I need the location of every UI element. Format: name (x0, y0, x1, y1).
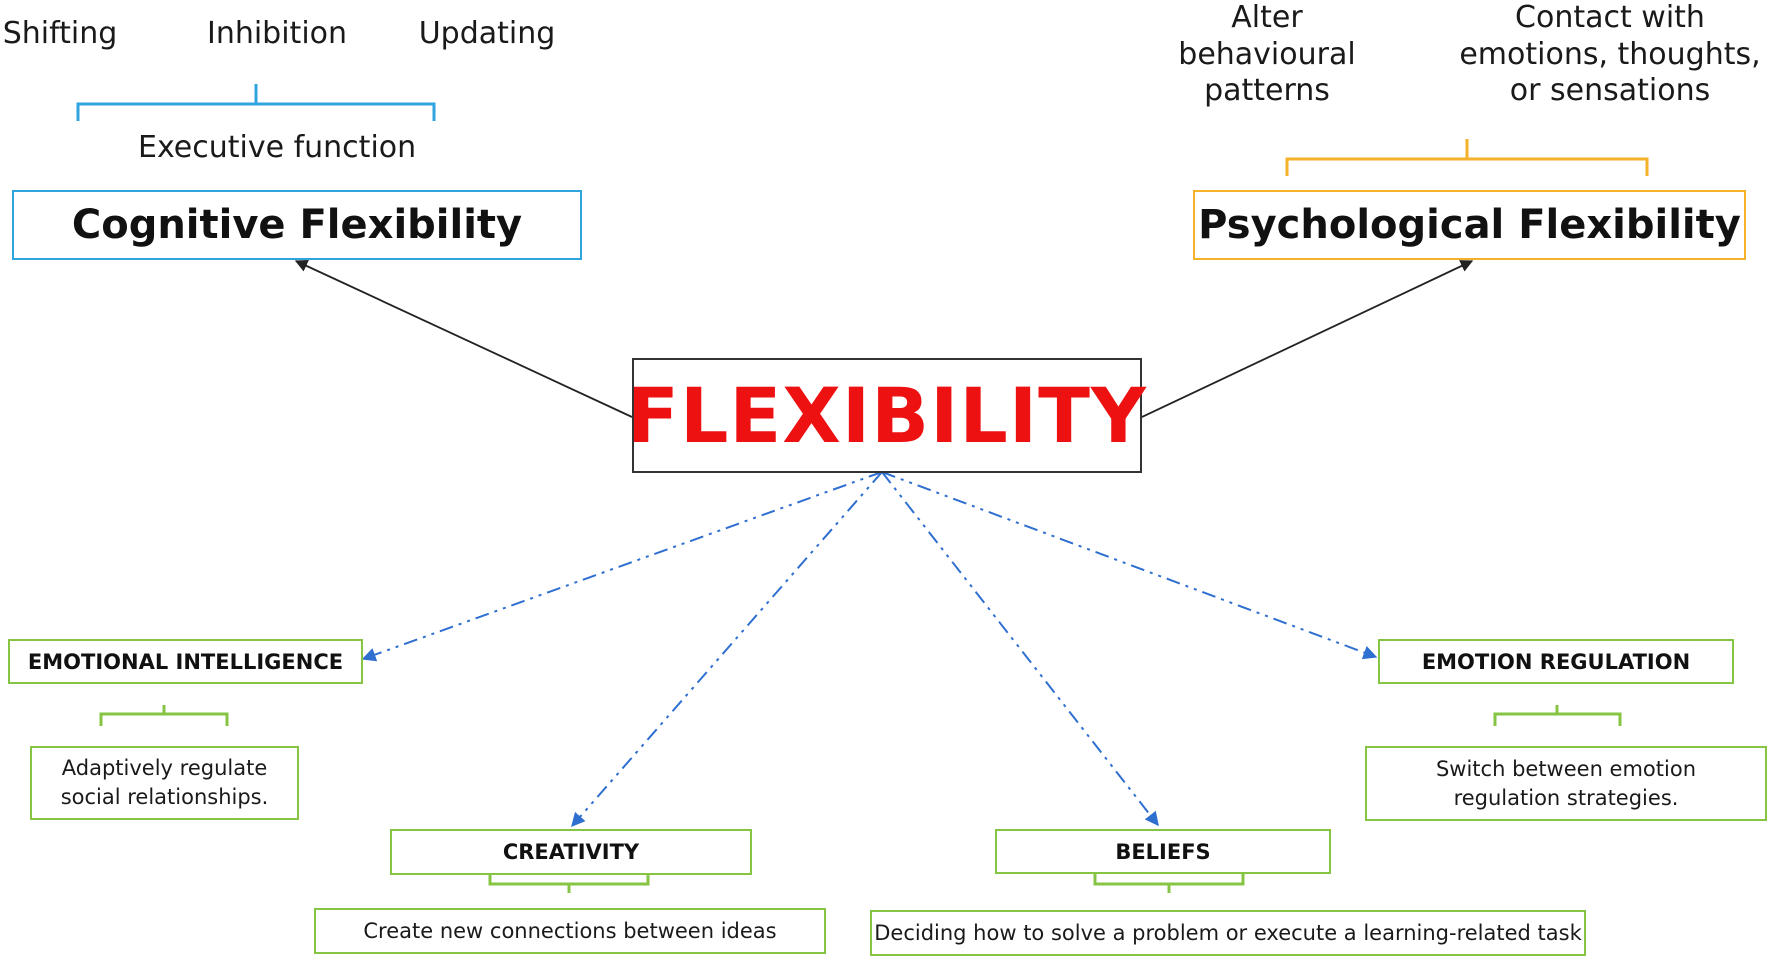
flexibility-title: FLEXIBILITY (627, 371, 1147, 460)
emotional-intelligence-box: EMOTIONAL INTELLIGENCE (8, 639, 363, 684)
creativity-bracket (488, 875, 650, 893)
beliefs-title: BELIEFS (1115, 839, 1211, 864)
emotion-regulation-box: EMOTION REGULATION (1378, 639, 1734, 684)
creativity-box: CREATIVITY (390, 829, 752, 875)
creativity-title: CREATIVITY (502, 840, 640, 864)
arrow-to-beliefs (881, 471, 1159, 827)
beliefs-bracket (1093, 874, 1245, 893)
cognitive-component-updating: Updating (418, 16, 556, 51)
creativity-description: Create new connections between ideas (363, 918, 777, 943)
arrow-to-cognitive (294, 260, 633, 418)
psychological-component-alter-patterns: Alter behavioural patterns (1178, 0, 1356, 109)
emotional-intelligence-bracket (99, 705, 229, 726)
executive-function-label: Executive function (138, 130, 417, 165)
cognitive-flexibility-title: Cognitive Flexibility (71, 202, 523, 248)
psychological-flexibility-box: Psychological Flexibility (1193, 190, 1746, 260)
emotion-regulation-description: Switch between emotion regulation strate… (1435, 756, 1697, 810)
beliefs-description: Deciding how to solve a problem or execu… (874, 920, 1582, 945)
cognitive-component-inhibition: Inhibition (206, 16, 348, 51)
psychological-component-contact: Contact with emotions, thoughts, or sens… (1459, 0, 1761, 109)
psychological-flexibility-title: Psychological Flexibility (1198, 202, 1741, 248)
cognitive-component-shifting: Shifting (2, 16, 118, 51)
emotion-regulation-title: EMOTION REGULATION (1421, 649, 1691, 674)
arrow-to-psychological (1141, 260, 1474, 418)
emotional-intelligence-description: Adaptively regulate social relationships… (60, 756, 269, 809)
arrow-to-emotion-regulation (881, 471, 1378, 660)
cognitive-flexibility-box: Cognitive Flexibility (12, 190, 582, 260)
emotional-intelligence-description-box: Adaptively regulate social relationships… (30, 746, 299, 820)
emotion-regulation-bracket (1493, 705, 1622, 726)
emotional-intelligence-title: EMOTIONAL INTELLIGENCE (27, 649, 344, 674)
psychological-components-bracket (1285, 139, 1649, 176)
arrow-to-emotional-intelligence (361, 471, 883, 662)
creativity-description-box: Create new connections between ideas (314, 908, 826, 954)
executive-function-bracket (76, 84, 436, 121)
arrow-to-creativity (571, 471, 883, 828)
beliefs-box: BELIEFS (995, 829, 1331, 874)
emotion-regulation-description-box: Switch between emotion regulation strate… (1365, 746, 1767, 821)
flexibility-box: FLEXIBILITY (627, 358, 1146, 473)
beliefs-description-box: Deciding how to solve a problem or execu… (870, 910, 1586, 956)
